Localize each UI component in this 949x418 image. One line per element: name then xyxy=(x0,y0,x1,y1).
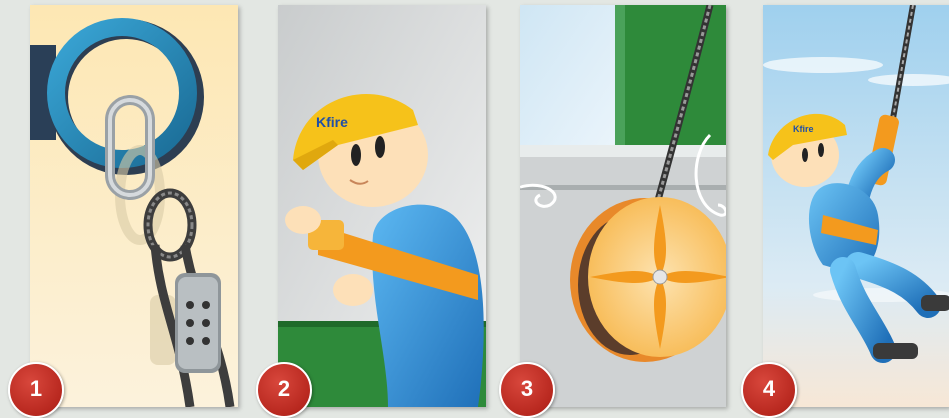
descent-reel-illustration xyxy=(520,5,726,407)
step-1-panel xyxy=(30,5,238,407)
step-1-badge: 1 xyxy=(8,362,64,418)
step-4-panel: Kfire xyxy=(763,5,949,407)
anchor-ring-illustration xyxy=(30,5,238,407)
step-2-panel: Kfire xyxy=(278,5,486,407)
step-3-badge: 3 xyxy=(499,362,555,418)
worker-descending-illustration: Kfire xyxy=(763,5,949,407)
helmet-logo: Kfire xyxy=(316,114,348,130)
helmet-logo-small: Kfire xyxy=(793,124,814,134)
step-4-badge: 4 xyxy=(741,362,797,418)
step-2-badge: 2 xyxy=(256,362,312,418)
step-3-panel xyxy=(520,5,726,407)
worker-harness-illustration: Kfire xyxy=(278,5,486,407)
